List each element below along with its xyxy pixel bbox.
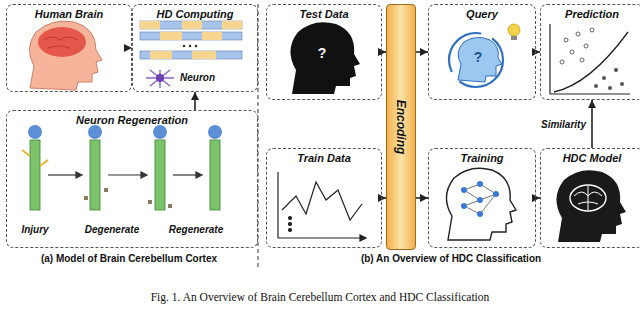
node-heading: Test Data [267,8,381,20]
neuron-label: Neuron [180,72,215,83]
stage-label: Injury [21,224,48,235]
prediction-box: Prediction [540,4,640,100]
figure-caption: Fig. 1. An Overview of Brain Cerebellum … [0,291,640,304]
node-heading: Training [429,152,535,164]
edge-label: Similarity [539,119,588,130]
training-box: Training [428,148,536,248]
question-mark: ? [474,50,483,65]
brain-box: Human Brain [6,4,132,92]
arrow-connector [194,92,196,110]
node-heading: Neuron Regeneration [7,114,257,126]
node-heading: Query [429,8,535,20]
node-heading: Prediction [541,8,640,20]
hdc-model-box: HDC Model [540,148,640,248]
arrow-connector [591,100,593,148]
question-mark: ? [318,46,327,61]
train-data-box: Train Data [266,148,382,248]
arrow-connector [416,197,428,199]
encoding-band: Encoding [386,4,416,250]
node-heading: Human Brain [7,8,131,20]
subfigure-caption: (b) An Overview of HDC Classification [262,253,640,264]
arrow-connector [416,51,428,53]
stage-label: Regenerate [169,224,223,235]
node-heading: HD Computing [133,8,257,20]
node-heading: Train Data [267,152,381,164]
stage-label: Degenerate [85,224,139,235]
node-heading: HDC Model [541,152,640,164]
subfigure-caption: (a) Model of Brain Cerebellum Cortex [0,253,258,264]
node-heading: Encoding [394,100,408,155]
